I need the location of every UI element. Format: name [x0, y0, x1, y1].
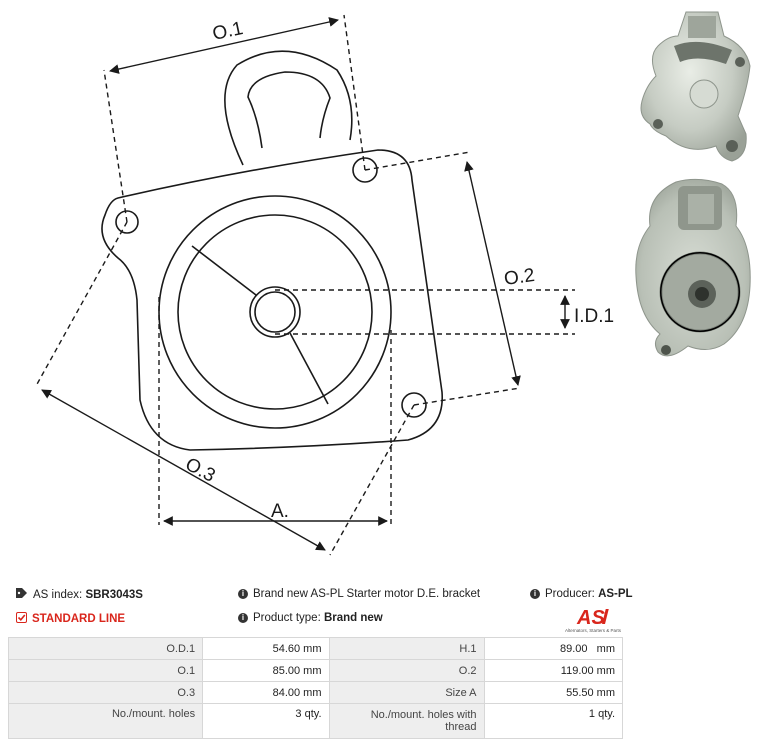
product-type-label: Product type: [253, 612, 321, 624]
spec-label: No./mount. holes [7, 703, 204, 739]
producer-label: Producer: [545, 588, 595, 600]
svg-text:Alternators, Starters & Parts: Alternators, Starters & Parts [565, 628, 622, 633]
top-ear [224, 50, 353, 166]
hole-top-right [352, 157, 378, 183]
standard-line-row: STANDARD LINE [16, 612, 125, 626]
product-photo-front [640, 11, 751, 162]
dim-o1 [109, 17, 339, 74]
spec-table: O.D.1 54.60 mm H.1 89.00 mm O.1 85.00 mm… [7, 637, 623, 739]
product-photo-back [635, 178, 751, 357]
standard-line: STANDARD LINE [32, 613, 126, 625]
spec-label: No./mount. holes with thread [328, 703, 485, 739]
spec-value: 1 qty. [483, 703, 623, 739]
spec-value: 54.60 mm [202, 637, 330, 660]
spec-value: 55.50 mm [483, 681, 623, 704]
info-icon: i [238, 613, 248, 623]
description: Brand new AS-PL Starter motor D.E. brack… [253, 588, 481, 600]
table-row: O.3 84.00 mm Size A 55.50 mm [7, 681, 623, 704]
bore-outer [249, 286, 301, 338]
label-o2: O.2 [503, 265, 536, 290]
svg-text:AS: AS [576, 607, 605, 629]
table-row: O.D.1 54.60 mm H.1 89.00 mm [7, 637, 623, 660]
spec-value: 85.00 mm [202, 659, 330, 682]
spec-label: H.1 [328, 637, 485, 660]
as-index-label: AS index: [33, 588, 83, 601]
inner-ring [177, 214, 373, 410]
producer-value: AS-PL [598, 588, 633, 600]
bore-inner [254, 291, 296, 333]
table-row: No./mount. holes 3 qty. No./mount. holes… [7, 703, 623, 739]
label-o3: O.3 [182, 454, 219, 487]
tag-icon [16, 588, 28, 601]
checkbox-icon [16, 612, 27, 626]
info-icon: i [238, 589, 248, 599]
spec-value: 119.00 mm [483, 659, 623, 682]
as-pl-logo: AS Alternators, Starters & Parts [565, 607, 622, 633]
hole-bottom-right [401, 392, 427, 418]
label-id1: I.D.1 [574, 306, 614, 327]
label-a: A. [271, 501, 289, 522]
as-index: AS index: SBR3043S [16, 588, 143, 601]
technical-drawing: O.1 O.2 O.3 I.D.1 A. [35, 14, 614, 556]
dim-o2 [464, 161, 521, 386]
as-index-value: SBR3043S [85, 588, 143, 601]
spec-label: O.2 [328, 659, 485, 682]
spec-value: 84.00 mm [202, 681, 330, 704]
info-icon: i [530, 589, 540, 599]
top-ear-inner [247, 71, 331, 149]
spec-value: 89.00 mm [483, 637, 623, 660]
outer-ring [158, 195, 392, 429]
producer-row: i Producer: AS-PL [530, 588, 633, 600]
spec-label: O.1 [7, 659, 204, 682]
spec-value: 3 qty. [202, 703, 330, 739]
label-o1: O.1 [211, 18, 245, 45]
spec-label: O.D.1 [7, 637, 204, 660]
product-type-row: i Product type: Brand new [238, 612, 383, 624]
spec-label: Size A [328, 681, 485, 704]
spec-label: O.3 [7, 681, 204, 704]
product-type-value: Brand new [323, 612, 383, 624]
table-row: O.1 85.00 mm O.2 119.00 mm [7, 659, 623, 682]
hole-left [115, 210, 139, 234]
description-row: i Brand new AS-PL Starter motor D.E. bra… [238, 588, 480, 600]
